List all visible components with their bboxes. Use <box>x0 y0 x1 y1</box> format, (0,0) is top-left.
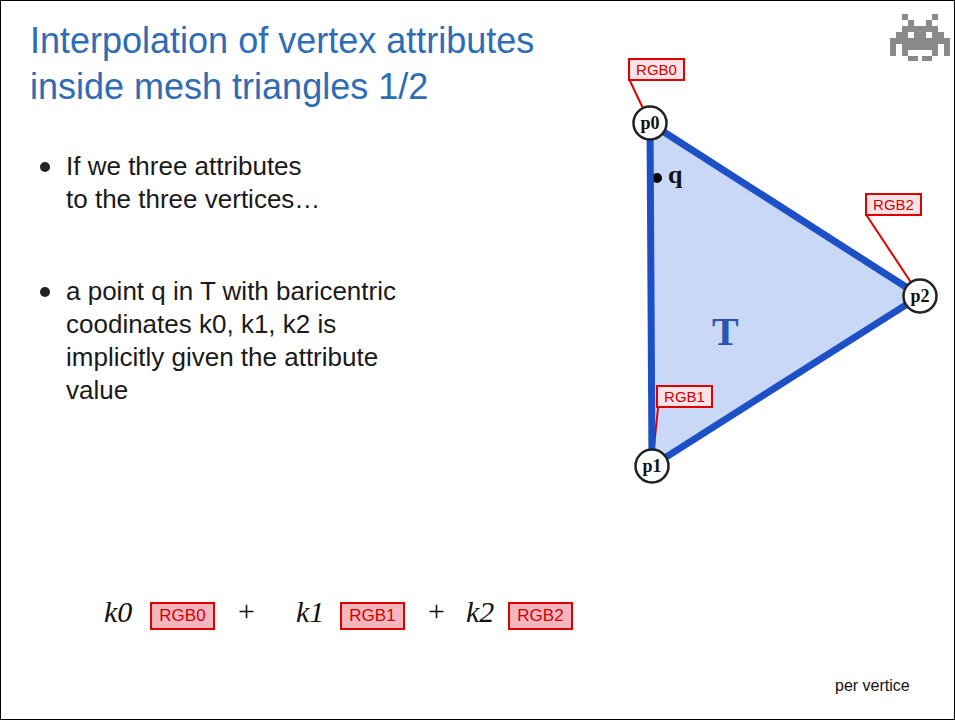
attribute-box: RGB0 <box>150 602 215 630</box>
triangle-edge <box>650 141 652 448</box>
attribute-name: RGB0 <box>159 606 206 626</box>
vertex-name: p0 <box>632 113 668 134</box>
invader-icon <box>890 14 950 61</box>
attribute-name: RGB1 <box>349 606 396 626</box>
vertex-name: p1 <box>634 456 670 477</box>
weight-term: k0 <box>104 595 132 629</box>
leader-line <box>630 81 642 107</box>
attribute-tag: RGB0 <box>628 58 685 81</box>
bullet-text: If we three attributes to the three vert… <box>66 150 328 216</box>
triangle-edge <box>667 306 905 457</box>
vertex-name: p2 <box>902 286 938 307</box>
point-label: q <box>668 160 682 190</box>
attribute-name: RGB1 <box>664 388 705 405</box>
triangle-fill <box>650 123 920 466</box>
slide-title: Interpolation of vertex attributes insid… <box>30 18 590 110</box>
weight-term: k2 <box>466 595 494 629</box>
bullet-dot <box>40 287 50 297</box>
attribute-name: RGB2 <box>517 606 564 626</box>
leader-line <box>867 216 910 281</box>
attribute-name: RGB0 <box>636 61 677 78</box>
bullet-dot <box>40 162 50 172</box>
attribute-tag: RGB2 <box>865 193 922 216</box>
vertex-circle: p2 <box>902 278 938 314</box>
triangle-label: T <box>712 308 739 355</box>
vertex-circle: p1 <box>634 448 670 484</box>
attribute-name: RGB2 <box>873 196 914 213</box>
bullet-text: a point q in T with baricentric coodinat… <box>66 275 396 407</box>
attribute-tag: RGB1 <box>656 385 713 408</box>
vertex-circle: p0 <box>632 105 668 141</box>
plus-sign: + <box>428 594 445 628</box>
attribute-box: RGB2 <box>508 602 573 630</box>
plus-sign: + <box>238 594 255 628</box>
footnote: per vertice <box>835 677 910 695</box>
attribute-box: RGB1 <box>340 602 405 630</box>
weight-term: k1 <box>296 595 324 629</box>
